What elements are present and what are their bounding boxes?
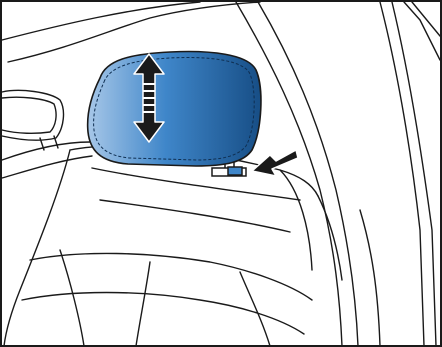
release-button	[228, 167, 242, 175]
headrest-cushion	[88, 52, 261, 166]
headrest	[88, 52, 261, 166]
